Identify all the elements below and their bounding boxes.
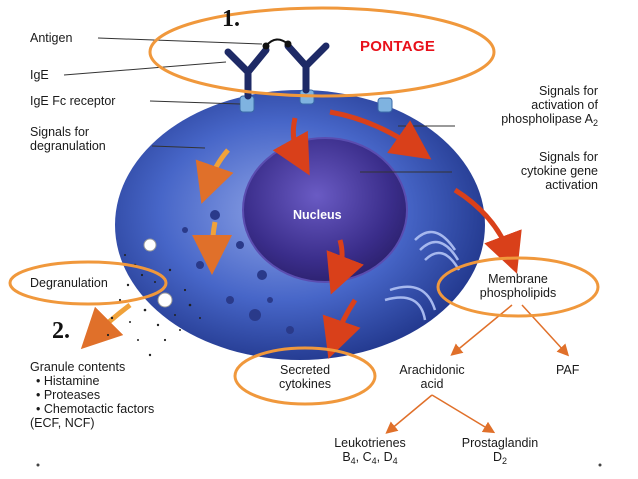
secreted-cytokines-label: Secreted cytokines <box>278 363 332 391</box>
cell-granules <box>182 210 294 334</box>
degranulation-arrows <box>80 148 234 350</box>
antigen-shape <box>262 38 292 50</box>
pathway-arrows <box>385 304 570 434</box>
granule-contents-title: Granule contents <box>30 360 126 374</box>
granule-item: (ECF, NCF) <box>30 416 95 430</box>
golgi-apparatus <box>384 230 461 321</box>
paf-label: PAF <box>556 363 580 377</box>
pontage-label: PONTAGE <box>360 38 436 55</box>
pontage-highlight <box>148 6 496 98</box>
degranulation-label: Degranulation <box>30 276 108 290</box>
membrane-phospholipids-label: Membrane phospholipids <box>479 272 557 300</box>
prostaglandin-label: Prostaglandin D2 <box>461 436 539 466</box>
nucleus-label: Nucleus <box>293 208 342 222</box>
granule-item: • Histamine <box>36 374 100 388</box>
ige-antibodies <box>224 42 330 100</box>
ige-fc-receptor-label: IgE Fc receptor <box>30 94 116 108</box>
signals-phospholipase-label: Signals for activation of phospholipase … <box>501 84 598 128</box>
arachidonic-acid-label: Arachidonic acid <box>399 363 465 391</box>
antigen-label: Antigen <box>30 31 73 45</box>
ige-label: IgE <box>30 68 49 82</box>
step-2-label: 2. <box>52 318 70 344</box>
signal-arrows <box>272 109 522 359</box>
degranulation-highlight <box>8 260 168 306</box>
step-1-label: 1. <box>222 6 240 32</box>
highlight-ellipses <box>8 6 600 406</box>
released-granules <box>106 238 201 357</box>
granule-contents-list: Granule contents • Histamine • Proteases… <box>30 360 154 430</box>
cytokines-highlight <box>233 346 377 406</box>
granule-item: • Chemotactic factors <box>36 402 155 416</box>
leukotrienes-label: Leukotrienes B4, C4, D4 <box>334 436 406 466</box>
granule-item: • Proteases <box>36 388 101 402</box>
leader-lines <box>63 37 455 173</box>
signals-cytokine-label: Signals for cytokine gene activation <box>520 150 598 192</box>
signals-degranulation-label: Signals for degranulation <box>30 125 106 153</box>
phospholipids-highlight <box>436 256 600 318</box>
